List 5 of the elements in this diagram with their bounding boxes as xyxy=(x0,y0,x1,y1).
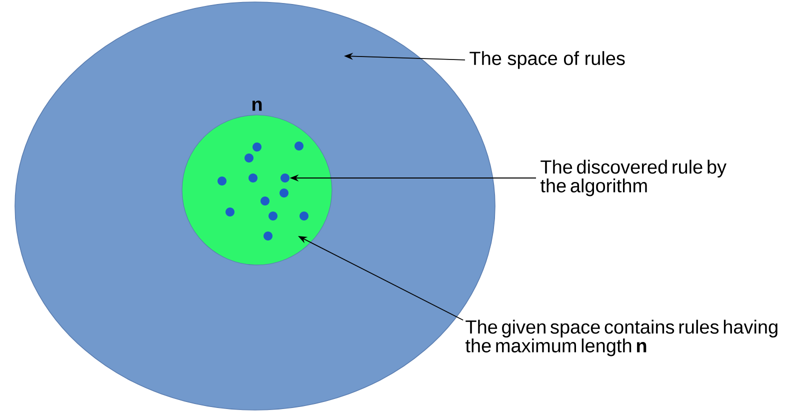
node-label: n xyxy=(252,100,262,111)
dot xyxy=(280,173,290,182)
leader-text: The given space contains rules having the maximum length n xyxy=(465,320,778,356)
leader-text: The discovered rule by the algorithm xyxy=(540,160,726,196)
leader-text: The space of rules xyxy=(470,51,625,69)
